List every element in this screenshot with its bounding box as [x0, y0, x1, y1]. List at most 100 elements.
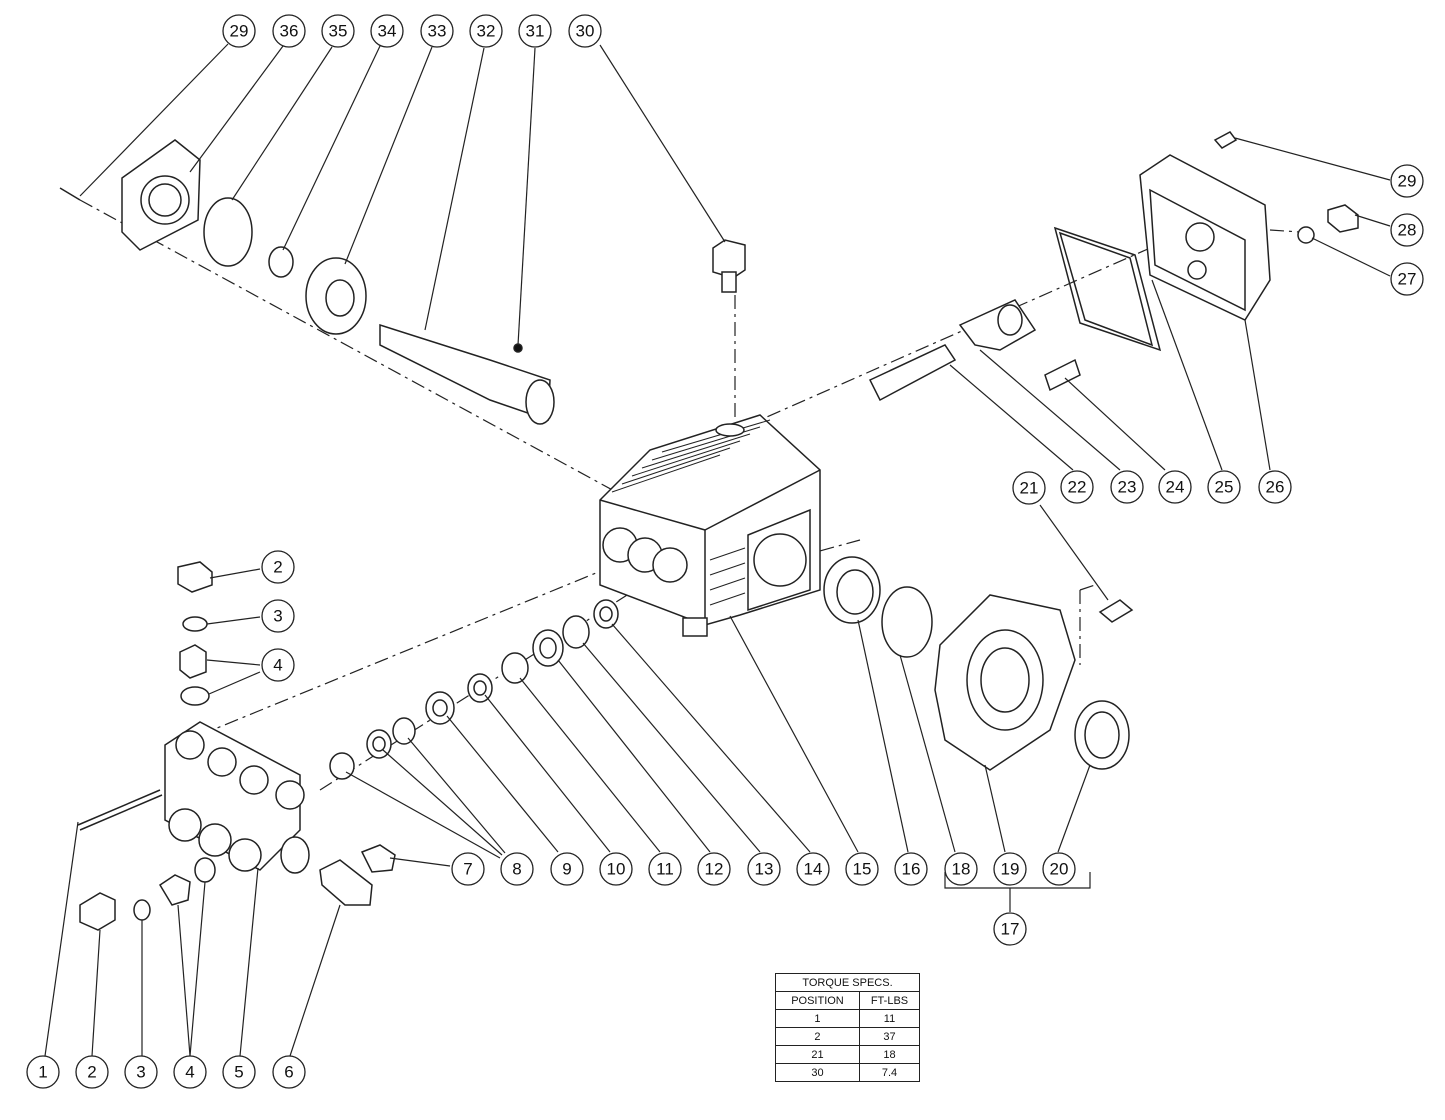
- callout-33: [420, 14, 454, 48]
- callout-label: 26: [1266, 478, 1285, 497]
- table-row: 2 37: [775, 1027, 921, 1046]
- callout-6: [272, 1055, 306, 1089]
- callout-label: 17: [1001, 920, 1020, 939]
- table-title: TORQUE SPECS.: [775, 973, 920, 992]
- callout-label: 34: [378, 22, 397, 41]
- callout-label: 28: [1398, 221, 1417, 240]
- callout-label: 24: [1166, 478, 1185, 497]
- callout-13: [747, 852, 781, 886]
- table-row: 1 11: [775, 1009, 921, 1028]
- callout-10: [599, 852, 633, 886]
- callout-20: [1042, 852, 1076, 886]
- callout-17: [993, 912, 1027, 946]
- callout-label: 8: [512, 860, 521, 879]
- callout-3: [124, 1055, 158, 1089]
- callout-label: 32: [477, 22, 496, 41]
- torque-specs-table: TORQUE SPECS. POSITION FT-LBS 1 11 2 37 …: [775, 973, 921, 1082]
- callout-label: 18: [952, 860, 971, 879]
- rear-cover-right: [868, 131, 1359, 402]
- callout-label: 29: [230, 22, 249, 41]
- callout-label: 2: [87, 1063, 96, 1082]
- callout-labels: 29 36 35 34 33 32 31 30 29 28 27 22 23 2…: [38, 22, 1416, 1082]
- callout-label: 2: [273, 558, 282, 577]
- column-header-ft-lbs: FT-LBS: [858, 991, 921, 1010]
- callout-21: [1012, 471, 1046, 505]
- callout-label: 36: [280, 22, 299, 41]
- callout-circles: [26, 14, 1424, 1089]
- callout-8: [500, 852, 534, 886]
- callout-label: 35: [329, 22, 348, 41]
- callout-label: 4: [185, 1063, 194, 1082]
- callout-12: [697, 852, 731, 886]
- callout-label: 27: [1398, 270, 1417, 289]
- callout-label: 3: [136, 1063, 145, 1082]
- callout-label: 12: [705, 860, 724, 879]
- callout-label: 6: [284, 1063, 293, 1082]
- callout-4: [261, 648, 295, 682]
- callout-label: 30: [576, 22, 595, 41]
- callout-label: 23: [1118, 478, 1137, 497]
- callout-14: [796, 852, 830, 886]
- callout-15: [845, 852, 879, 886]
- callout-35: [321, 14, 355, 48]
- callout-3: [261, 599, 295, 633]
- table-cell: 7.4: [858, 1063, 921, 1082]
- callout-25: [1207, 470, 1241, 504]
- callout-2: [75, 1055, 109, 1089]
- table-row: 21 18: [775, 1045, 921, 1064]
- manifold-assembly: [77, 561, 396, 931]
- callout-5: [222, 1055, 256, 1089]
- callout-label: 29: [1398, 172, 1417, 191]
- callout-36: [272, 14, 306, 48]
- callout-16: [894, 852, 928, 886]
- callout-11: [648, 852, 682, 886]
- leader-lines: [44, 43, 1391, 1057]
- callout-32: [469, 14, 503, 48]
- callout-label: 22: [1068, 478, 1087, 497]
- table-cell: 37: [858, 1027, 921, 1046]
- callout-7: [451, 852, 485, 886]
- callout-31: [518, 14, 552, 48]
- crankcase-housing: [599, 414, 821, 637]
- callout-9: [550, 852, 584, 886]
- callout-28: [1390, 213, 1424, 247]
- table-cell: 11: [858, 1009, 921, 1028]
- callout-label: 3: [273, 607, 282, 626]
- callout-label: 25: [1215, 478, 1234, 497]
- callout-2: [261, 550, 295, 584]
- callout-label: 11: [656, 860, 674, 879]
- table-cell: 21: [775, 1045, 860, 1064]
- callout-26: [1258, 470, 1292, 504]
- callout-30: [568, 14, 602, 48]
- callout-23: [1110, 470, 1144, 504]
- callout-label: 31: [526, 22, 545, 41]
- callout-label: 13: [755, 860, 774, 879]
- table-cell: 2: [775, 1027, 860, 1046]
- callout-label: 1: [38, 1063, 47, 1082]
- callout-label: 4: [273, 656, 282, 675]
- callout-4: [173, 1055, 207, 1089]
- seal-stack: [329, 599, 619, 780]
- column-header-position: POSITION: [775, 991, 860, 1010]
- callout-label: 15: [853, 860, 872, 879]
- callout-34: [370, 14, 404, 48]
- callout-22: [1060, 470, 1094, 504]
- callout-label: 21: [1020, 479, 1039, 498]
- callout-label: 5: [234, 1063, 243, 1082]
- callout-label: 20: [1050, 860, 1069, 879]
- callout-27: [1390, 262, 1424, 296]
- rear-cover-left: [59, 139, 555, 425]
- callout-label: 19: [1001, 860, 1020, 879]
- callout-29: [222, 14, 256, 48]
- table-row: 30 7.4: [775, 1063, 921, 1082]
- table-title-row: TORQUE SPECS.: [775, 973, 920, 992]
- bolt-30: [712, 239, 746, 293]
- callout-label: 16: [902, 860, 921, 879]
- table-cell: 18: [858, 1045, 921, 1064]
- callout-label: 10: [607, 860, 626, 879]
- table-cell: 1: [775, 1009, 860, 1028]
- callout-18: [944, 852, 978, 886]
- callout-19: [993, 852, 1027, 886]
- front-flange-assembly: [823, 556, 1134, 771]
